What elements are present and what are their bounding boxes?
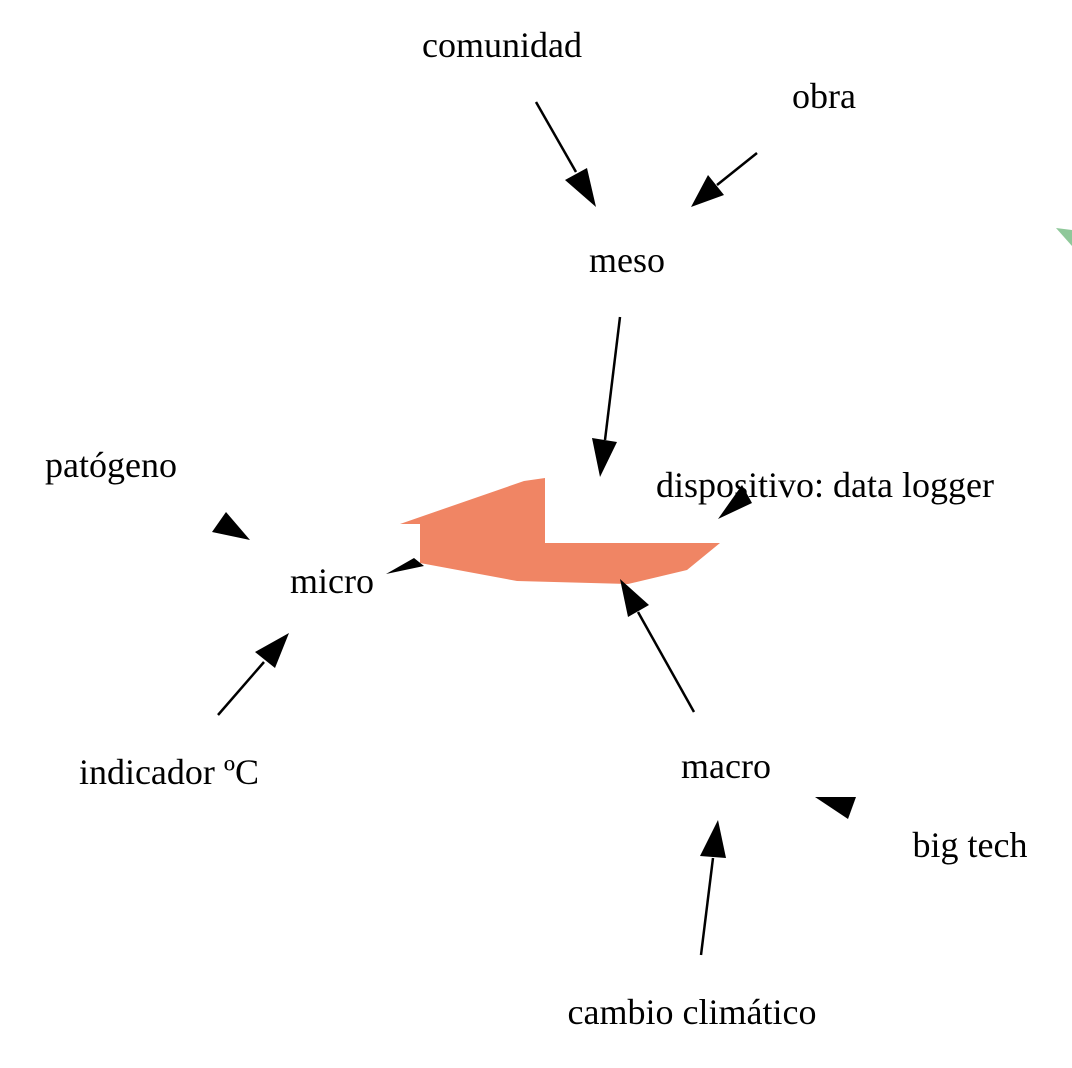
arrowhead-center-micro (386, 558, 424, 574)
node-macro[interactable]: macro (681, 746, 771, 786)
edges (212, 101, 856, 956)
nodes: comunidad obra meso patógeno dispositivo… (45, 25, 1027, 1032)
edge-macro-center (636, 611, 696, 713)
node-patogeno[interactable]: patógeno (45, 445, 177, 485)
center-node-mask (545, 460, 605, 543)
arrowhead-macro-center (620, 579, 649, 617)
arrowhead-indicador-micro (255, 633, 289, 668)
node-obra[interactable]: obra (792, 76, 856, 116)
edge-obra-meso (716, 152, 758, 186)
arrowhead-dispositivo-center (718, 485, 752, 519)
arrowhead-cambio-macro (700, 820, 726, 858)
node-cambio[interactable]: cambio climático (568, 992, 817, 1032)
arrowhead-patogeno-micro (212, 512, 250, 540)
arrowhead-comunidad-meso (565, 168, 596, 207)
node-comunidad[interactable]: comunidad (422, 25, 582, 65)
node-dispositivo[interactable]: dispositivo: data logger (656, 465, 994, 505)
node-indicador[interactable]: indicador ºC (79, 752, 259, 792)
node-bigtech[interactable]: big tech (913, 825, 1028, 865)
corner-accent-shape (1056, 228, 1072, 246)
edge-indicador-micro (217, 661, 265, 716)
arrowhead-obra-meso (691, 175, 724, 207)
center-blob-shape (400, 478, 720, 584)
node-micro[interactable]: micro (290, 561, 374, 601)
arrowhead-bigtech-macro (815, 797, 856, 819)
edge-cambio-macro (699, 857, 715, 956)
arrowhead-meso-center (592, 438, 617, 477)
edge-comunidad-meso (534, 101, 578, 173)
edge-meso-center (603, 316, 622, 441)
node-meso[interactable]: meso (589, 240, 665, 280)
